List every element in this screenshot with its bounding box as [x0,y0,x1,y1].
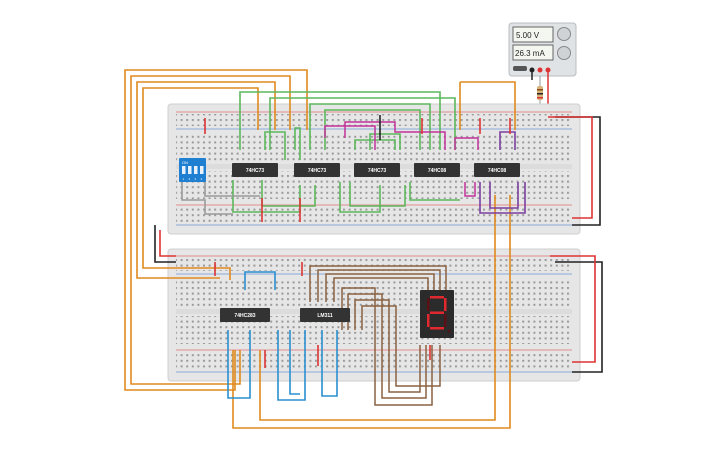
current-knob[interactable] [557,46,571,60]
dip-toggle-4[interactable] [200,166,204,174]
dip-number: 1 [183,177,185,181]
chip-74hc73-1[interactable]: 74HC73 [232,163,278,177]
wire-brown-group[interactable] [309,265,447,406]
segment-f [427,298,430,311]
chip-label: 74HC283 [234,313,255,319]
power-supply[interactable]: 5.00 V 26.3 mA [508,22,577,77]
wire-gray[interactable] [181,180,233,215]
chip-74hc73-3[interactable]: 74HC73 [354,163,400,177]
segment-a [430,296,444,299]
terminal-positive[interactable] [537,67,543,73]
wire-magenta-group[interactable] [324,121,479,197]
dip-toggle-3[interactable] [194,166,198,174]
breadboard-bottom[interactable] [167,248,581,382]
voltage-readout: 5.00 V [516,31,540,40]
segment-dp [447,329,451,333]
chip-74hc08-1[interactable]: 74HC08 [414,163,460,177]
wire-purple-group[interactable] [479,131,526,214]
segment-g [430,311,444,314]
chip-label: 74HC73 [308,168,327,174]
seven-segment-display[interactable] [420,290,454,338]
dip-toggle-1[interactable] [182,166,186,174]
chip-label: 74HC73 [368,168,387,174]
current-readout: 26.3 mA [515,49,545,58]
segment-e [427,314,430,327]
voltage-knob[interactable] [557,27,571,41]
dip-switch[interactable]: ON 1 2 3 4 [179,158,206,182]
chip-label: 74HC08 [488,168,507,174]
dip-number: 2 [189,177,191,181]
wire-gray-2[interactable] [204,180,260,197]
segment-b [444,298,447,311]
dip-number: 4 [201,177,203,181]
dip-toggle-2[interactable] [188,166,192,174]
dip-number: 3 [195,177,197,181]
segment-c [444,314,447,327]
segment-d [430,327,444,330]
wire-orange-group[interactable] [124,69,516,429]
terminal-ground[interactable] [529,67,535,73]
chip-74hc283[interactable]: 74HC283 [220,308,270,322]
chip-74hc73-2[interactable]: 74HC73 [294,163,340,177]
chip-label: 74HC08 [428,168,447,174]
wire-blue-group[interactable] [227,271,338,401]
chip-74hc08-2[interactable]: 74HC08 [474,163,520,177]
terminal-positive-2[interactable] [545,67,551,73]
chip-lm311[interactable]: LM311 [300,308,350,322]
wire-red-group[interactable] [159,116,596,368]
chip-label: 74HC73 [246,168,265,174]
power-switch[interactable] [513,66,527,71]
dip-switch-on-label: ON [182,160,188,165]
chip-label: LM311 [317,313,333,319]
